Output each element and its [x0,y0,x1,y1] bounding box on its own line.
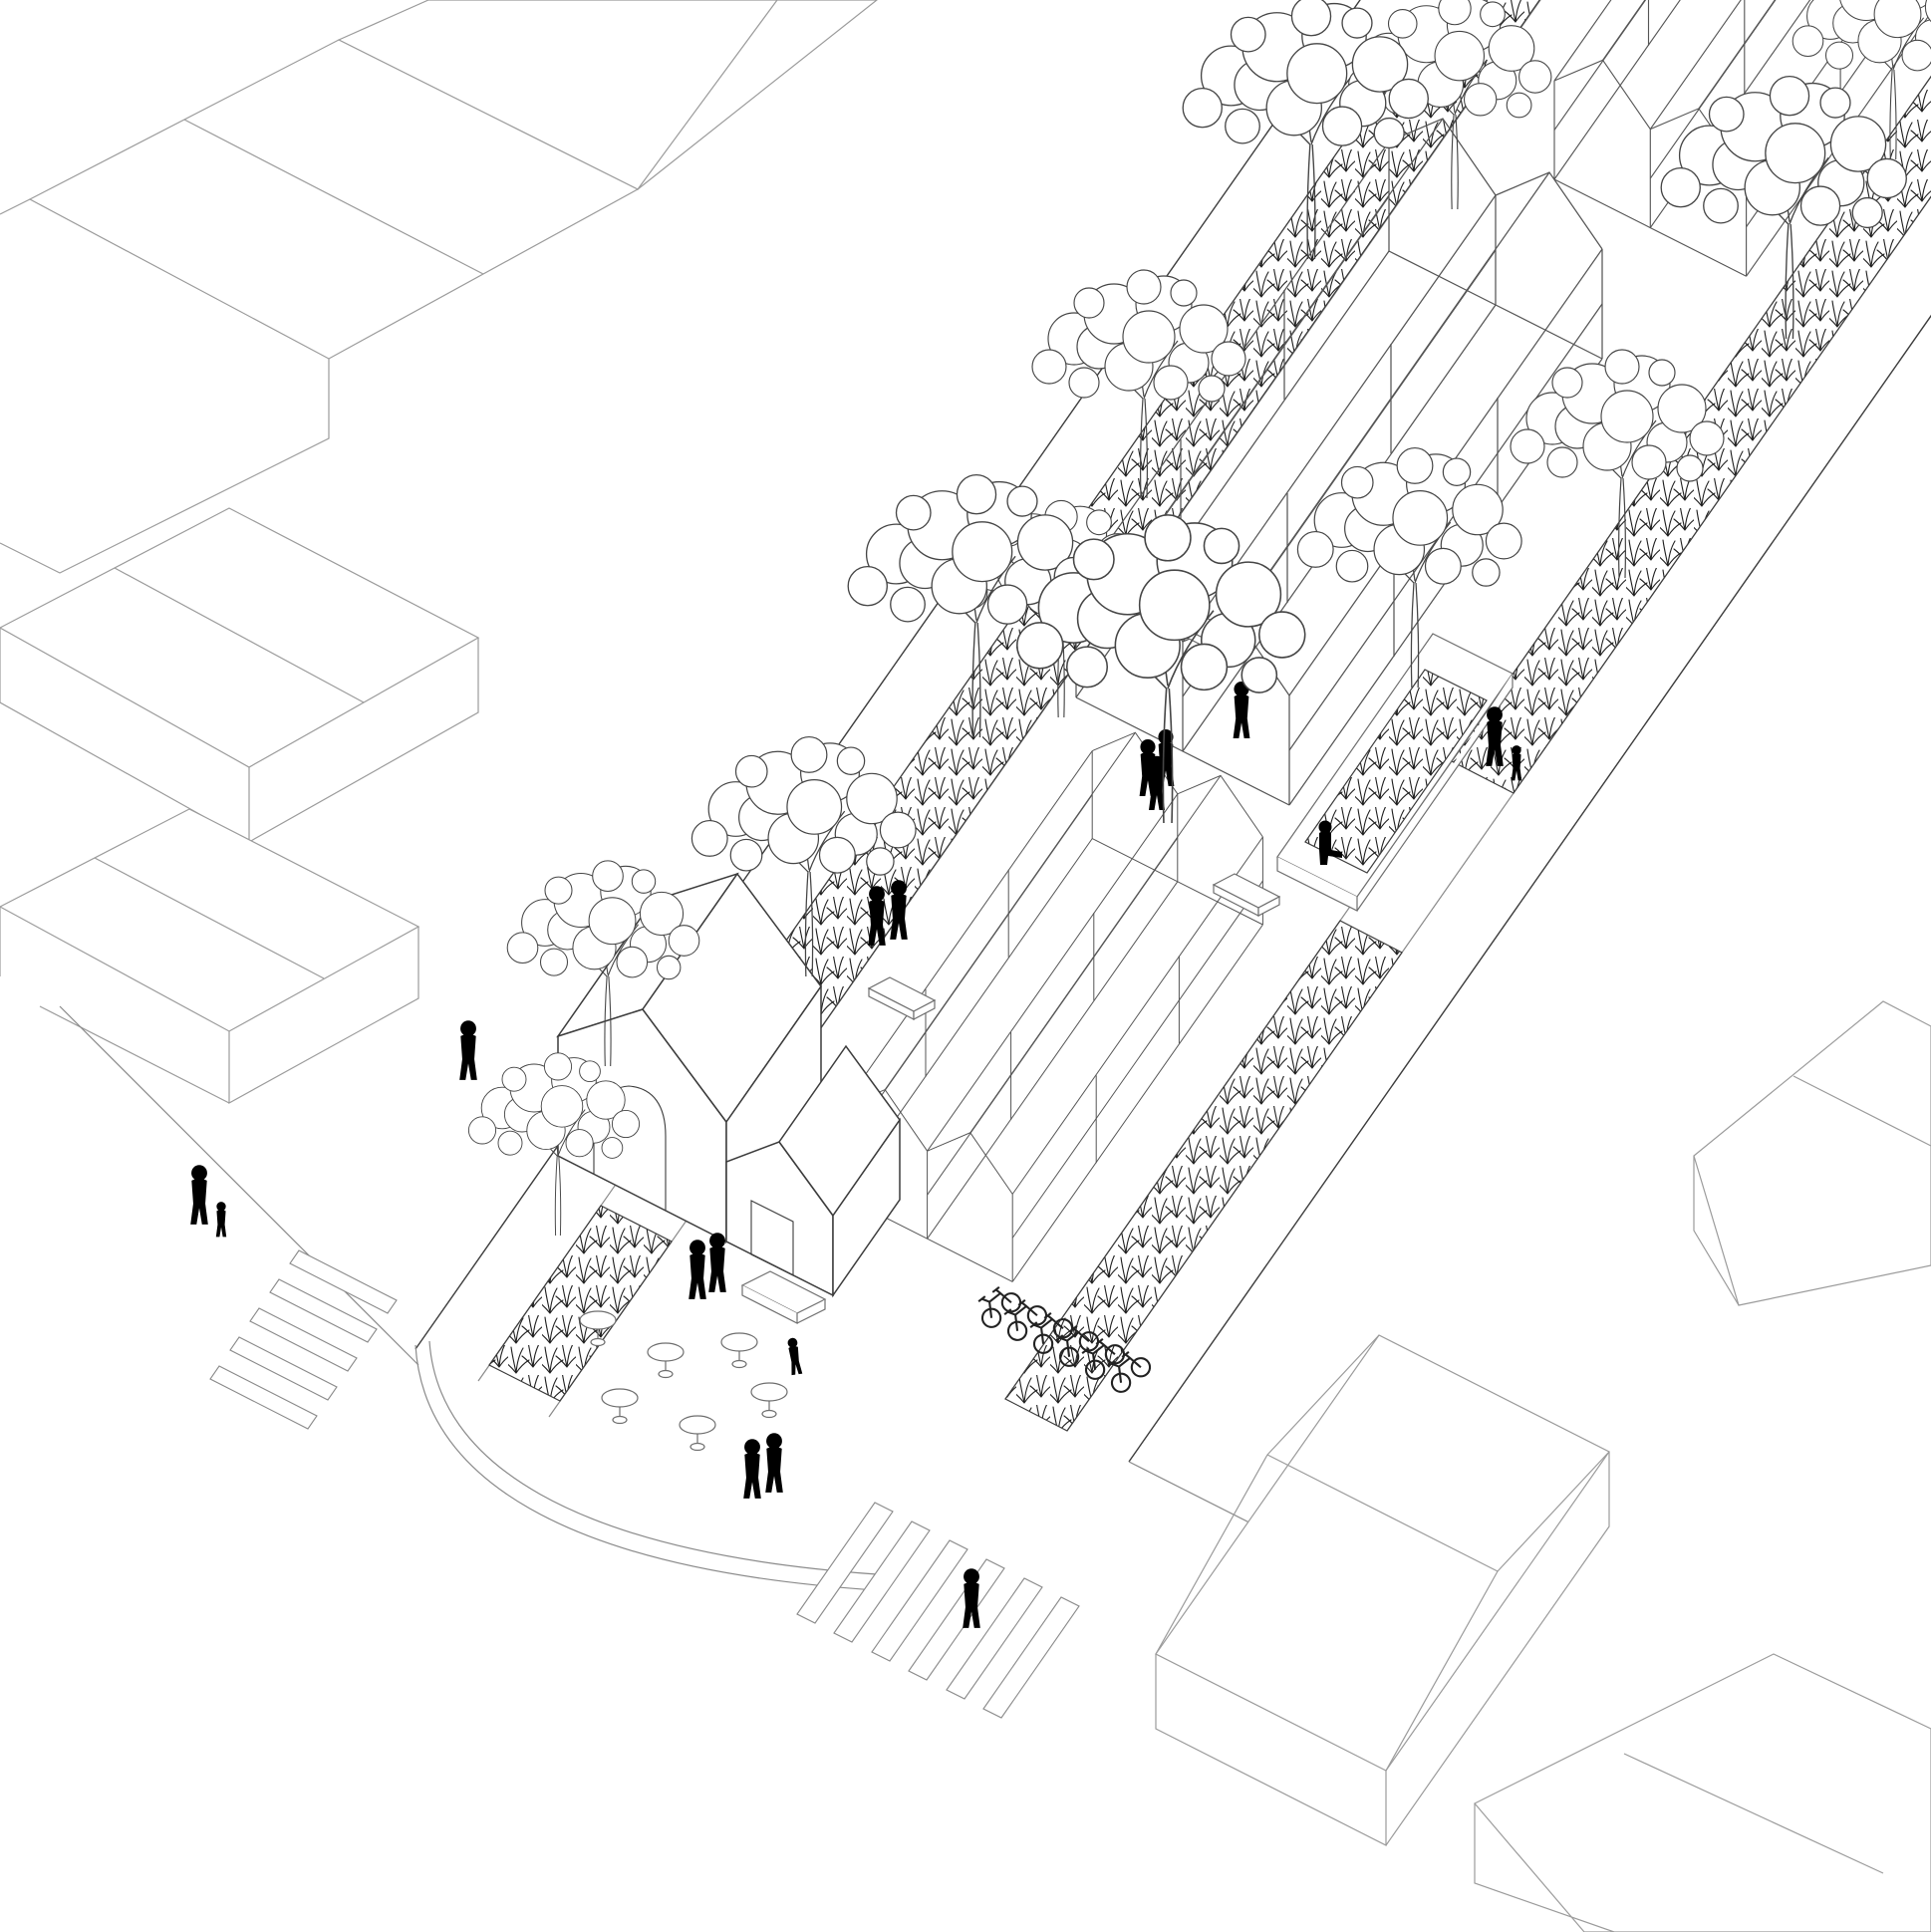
cafe-table [679,1415,716,1452]
cafe-table [647,1342,685,1379]
crosswalk-stripe [209,1365,318,1430]
context-roof [1474,1653,1931,1932]
crosswalk-stripe [229,1336,338,1401]
right-planter-near [1004,920,1403,1432]
cafe-pavilion [556,872,901,1324]
person [1233,682,1250,738]
crosswalk-stripe [833,1520,931,1643]
person [459,1020,477,1080]
crosswalk-stripe [982,1596,1080,1719]
person [190,1165,208,1225]
person [765,1433,783,1493]
crosswalk-stripe [249,1307,358,1372]
context-buildings-upper-left [0,0,878,1366]
context-roof [1155,1334,1610,1772]
plaza-curved-edge-inner [428,1340,878,1575]
person [963,1568,980,1628]
crosswalk-bottom [796,1502,1080,1719]
person [708,1233,726,1292]
cafe-tables [579,1310,788,1452]
crosswalk-stripe [269,1278,378,1343]
context-buildings-lower-right [1155,1000,1931,1932]
crosswalk-stripe [871,1539,968,1662]
cafe-table [720,1332,758,1369]
crosswalk-stripe [796,1502,894,1624]
person [689,1240,706,1299]
person [743,1439,761,1499]
cafe-table [601,1388,639,1425]
crosswalk-stripe [946,1577,1043,1700]
crosswalk-stripe [289,1249,398,1314]
person-child-running [786,1337,803,1376]
crosswalk-left [209,1249,398,1430]
context-roof [1693,1000,1931,1306]
bench [1213,873,1280,917]
cafe-wing-right-wall [832,1117,901,1298]
plaza-curved-edge [414,1344,878,1591]
cafe-wing-opening [750,1200,794,1276]
left-planter-near [488,1205,673,1402]
person-child [215,1202,227,1238]
raised-planter-bed [1276,633,1514,912]
street-right-edge [1128,314,1931,1463]
street-ground [414,0,1931,1591]
person [890,880,908,940]
context-roof [0,507,480,768]
cafe-table [750,1382,788,1419]
cafe-counter-bench [740,1270,827,1324]
context-curb [59,1005,419,1366]
context-roof [28,39,640,360]
bench [868,976,936,1020]
context-walls [0,198,330,574]
crosswalk-stripe [908,1558,1005,1681]
context-roof [0,808,420,1032]
